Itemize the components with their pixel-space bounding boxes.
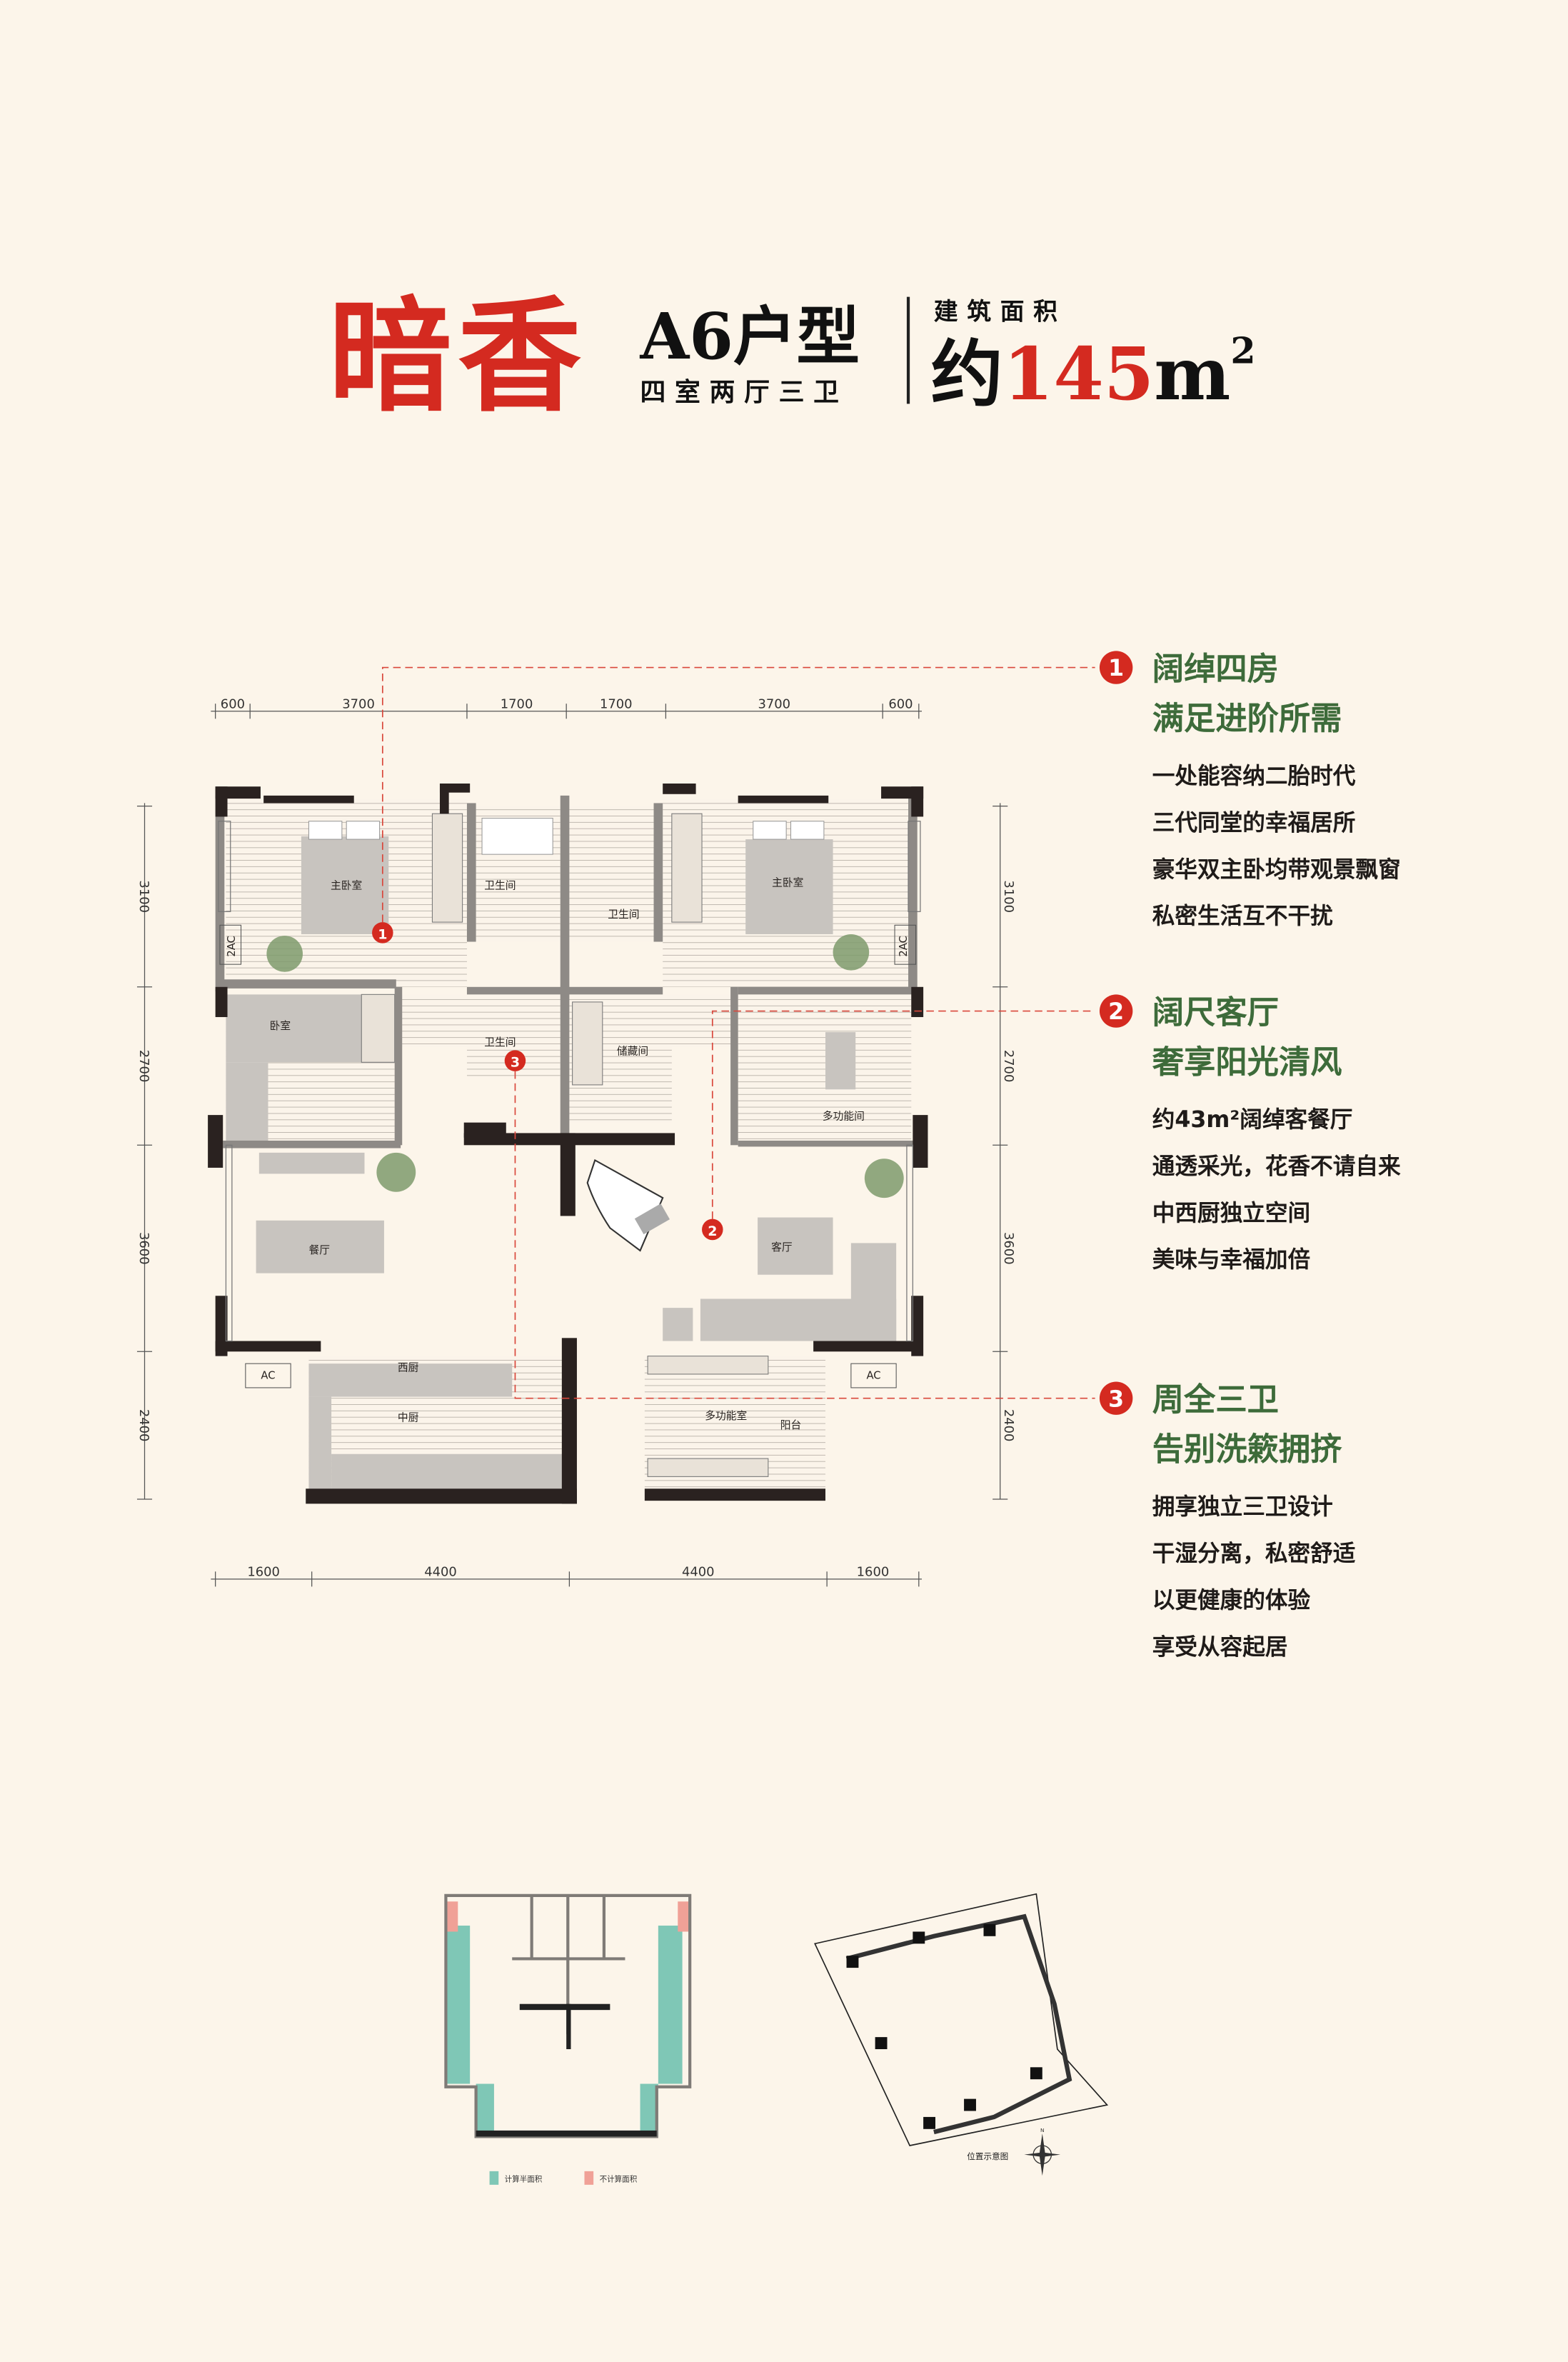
callout-line: 私密生活互不干扰: [1152, 903, 1333, 929]
room-label-bathroom-left: 卫生间: [484, 880, 516, 892]
legend-half-area: 计算半面积: [505, 2175, 543, 2184]
dimension-right: 3100: [1001, 880, 1016, 913]
dimension-lines: [136, 704, 1008, 1587]
excluded-area-right: [678, 1901, 689, 1932]
svg-text:N: N: [1040, 2127, 1045, 2133]
room-label-western-kitchen: 西厨: [398, 1362, 419, 1374]
callout-title: 阔绰四房: [1152, 651, 1279, 687]
callout-number: 3: [1108, 1386, 1124, 1412]
room-label-bathroom-center: 卫生间: [484, 1036, 516, 1049]
room-label-multi-function-room: 多功能间: [823, 1110, 865, 1122]
half-area-right: [658, 1926, 683, 2084]
leader-lines: [381, 666, 1095, 1399]
room-label-bathroom-right: 卫生间: [608, 909, 639, 921]
callout-number-badge: [1099, 1381, 1133, 1415]
ac-label-right: AC: [866, 1369, 880, 1381]
callout-line: 中西厨独立空间: [1152, 1200, 1310, 1226]
dimension-top: 1700: [600, 697, 633, 712]
dimension-right: 2700: [1001, 1050, 1016, 1083]
callout-line: 三代同堂的幸福居所: [1152, 810, 1356, 836]
callout-1: 1 阔绰四房满足进阶所需一处能容纳二胎时代三代同堂的幸福居所豪华双主卧均带观景飘窗…: [1099, 651, 1401, 929]
callout-line: 通透采光，花香不请自来: [1152, 1154, 1401, 1179]
excluded-area-left: [447, 1901, 458, 1932]
room-label-master-bedroom-left: 主卧室: [331, 880, 362, 892]
callout-title: 周全三卫: [1152, 1382, 1279, 1418]
room-label-storage: 储藏间: [617, 1046, 648, 1058]
callout-line: 享受从容起居: [1152, 1633, 1288, 1660]
dimension-bottom: 4400: [424, 1565, 457, 1580]
site-map-label: 位置示意图: [967, 2151, 1008, 2161]
callout-number: 1: [1108, 656, 1124, 681]
legend-swatch-excluded-area: [584, 2171, 594, 2185]
dimension-top: 600: [221, 697, 245, 712]
dimension-top: 3700: [342, 697, 375, 712]
callout-number-badge: [1099, 994, 1133, 1028]
plant-icons: [266, 934, 904, 1198]
callout-number: 2: [1108, 999, 1124, 1025]
dimension-right: 2400: [1001, 1409, 1016, 1442]
callout-2: 2 阔尺客厅奢享阳光清风约43m²阔绰客餐厅通透采光，花香不请自来中西厨独立空间美…: [1099, 994, 1401, 1273]
dimension-bottom: 4400: [682, 1565, 715, 1580]
svg-text:3: 3: [511, 1055, 520, 1071]
project-name: 暗香: [328, 284, 588, 429]
room-label-living: 客厅: [771, 1241, 793, 1253]
site-map: 位置示意图 N: [814, 1893, 1109, 2176]
callout-line: 豪华双主卧均带观景飘窗: [1152, 857, 1401, 883]
unit-type: A6户型: [640, 299, 860, 374]
key-plan: 计算半面积 不计算面积: [444, 1893, 692, 2185]
plan-markers: 1 2 3: [372, 922, 723, 1241]
ac2-label-left: 2AC: [226, 936, 238, 957]
dimension-top: 600: [888, 697, 913, 712]
dimension-top: 1700: [501, 697, 533, 712]
callout-line: 一处能容纳二胎时代: [1152, 763, 1356, 789]
room-label-multi-function-space: 多功能室: [705, 1410, 747, 1422]
compass-icon: N: [1024, 2127, 1061, 2176]
area-label: 建筑面积: [934, 297, 1067, 325]
legend-swatch-half-area: [489, 2171, 499, 2185]
unit-layout: 四室两厅三卫: [640, 378, 848, 407]
room-label-dining: 餐厅: [308, 1244, 330, 1256]
half-area-left: [446, 1926, 471, 2084]
callout-line: 以更健康的体验: [1152, 1587, 1311, 1613]
callout-line: 美味与幸福加倍: [1152, 1247, 1310, 1273]
dimension-left: 2400: [136, 1409, 151, 1442]
dimension-top: 3700: [758, 697, 790, 712]
area-value: 约145m2: [931, 329, 1256, 416]
callout-3: 3 周全三卫告别洗簌拥挤拥享独立三卫设计干湿分离，私密舒适以更健康的体验享受从容起…: [1099, 1381, 1356, 1660]
room-label-chinese-kitchen: 中厨: [398, 1411, 419, 1423]
dimension-left: 2700: [136, 1050, 151, 1083]
ac-label-left: AC: [261, 1369, 275, 1381]
callout-line: 干湿分离，私密舒适: [1152, 1541, 1356, 1567]
header: 暗香 A6户型 四室两厅三卫 建筑面积 约145m2: [328, 284, 1256, 429]
svg-text:1: 1: [378, 926, 387, 942]
callouts: 1 阔绰四房满足进阶所需一处能容纳二胎时代三代同堂的幸福居所豪华双主卧均带观景飘窗…: [1099, 651, 1401, 1660]
svg-text:2: 2: [708, 1223, 717, 1239]
dimension-bottom: 1600: [247, 1565, 280, 1580]
floor-plan: 主卧室 主卧室 卫生间 卫生间 卫生间 卧室 储藏间 多功能间 餐厅 客厅 西厨…: [208, 784, 928, 1504]
dimension-left: 3100: [136, 880, 151, 913]
callout-title: 阔尺客厅: [1152, 994, 1279, 1031]
legend-excluded-area: 不计算面积: [600, 2175, 638, 2184]
callout-number-badge: [1099, 651, 1133, 684]
dimension-bottom: 1600: [857, 1565, 890, 1580]
room-label-balcony: 阳台: [780, 1419, 802, 1431]
callout-line: 拥享独立三卫设计: [1152, 1493, 1333, 1520]
callout-title: 奢享阳光清风: [1152, 1044, 1342, 1081]
dimension-left: 3600: [136, 1232, 151, 1265]
dimension-right: 3600: [1001, 1232, 1016, 1265]
callout-title: 告别洗簌拥挤: [1152, 1431, 1342, 1468]
ac2-label-right: 2AC: [898, 936, 910, 957]
room-label-bedroom: 卧室: [270, 1020, 291, 1032]
room-label-master-bedroom-right: 主卧室: [772, 876, 803, 889]
callout-title: 满足进阶所需: [1152, 701, 1342, 737]
callout-line: 约43m²阔绰客餐厅: [1152, 1106, 1353, 1133]
